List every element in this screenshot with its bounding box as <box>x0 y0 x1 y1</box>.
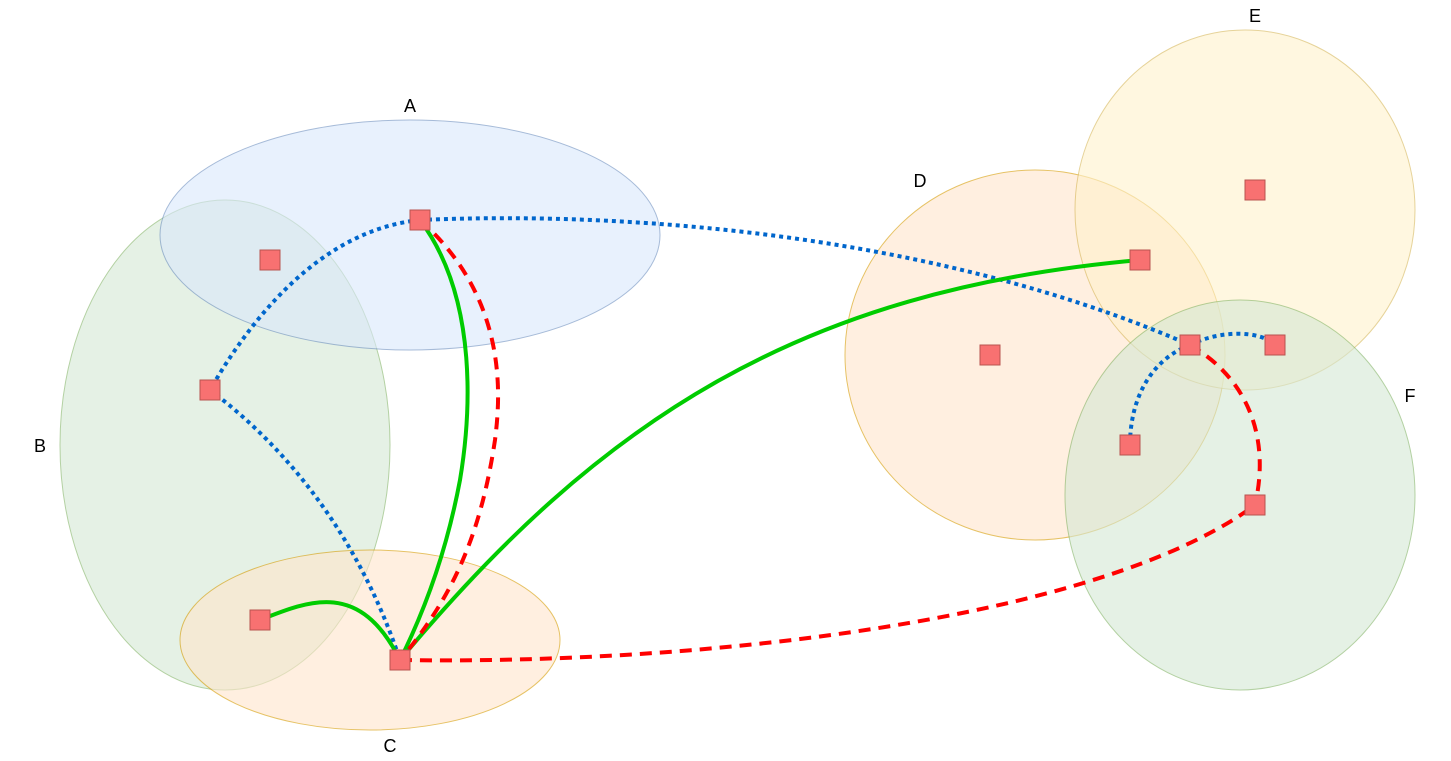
nodes-layer <box>199 179 1286 671</box>
node-c2[interactable] <box>249 609 271 631</box>
group-d-label: D <box>914 171 927 191</box>
node-d2[interactable] <box>979 344 1001 366</box>
node-f1[interactable] <box>1119 434 1141 456</box>
edge-c2-c1 <box>259 600 402 661</box>
edge-b1-c1 <box>208 388 402 661</box>
group-f-region <box>1064 299 1416 691</box>
node-b1[interactable] <box>199 379 221 401</box>
group-e-label: E <box>1249 6 1261 26</box>
group-a-label: A <box>404 96 416 116</box>
edge-a1-b1 <box>208 218 421 391</box>
edges-layer <box>208 216 1277 663</box>
node-e1[interactable] <box>1244 179 1266 201</box>
edge-a1-c1-dashed <box>398 218 501 662</box>
node-a2[interactable] <box>259 249 281 271</box>
group-b-label: B <box>34 436 46 456</box>
node-c1[interactable] <box>389 649 411 671</box>
node-e2[interactable] <box>1179 334 1201 356</box>
edge-a1-c1-solid <box>398 218 470 661</box>
group-labels-layer: A B C D E F <box>34 6 1416 756</box>
node-d1[interactable] <box>1129 249 1151 271</box>
group-f-label: F <box>1405 386 1416 406</box>
node-a1[interactable] <box>409 209 431 231</box>
edge-c1-d1 <box>398 258 1141 662</box>
edge-c1-f2 <box>399 503 1257 663</box>
group-a-region <box>159 119 661 351</box>
group-c-label: C <box>384 736 397 756</box>
node-f2[interactable] <box>1244 494 1266 516</box>
edge-e2-f2 <box>1188 343 1262 506</box>
group-c-region <box>179 549 561 731</box>
node-e3[interactable] <box>1264 334 1286 356</box>
